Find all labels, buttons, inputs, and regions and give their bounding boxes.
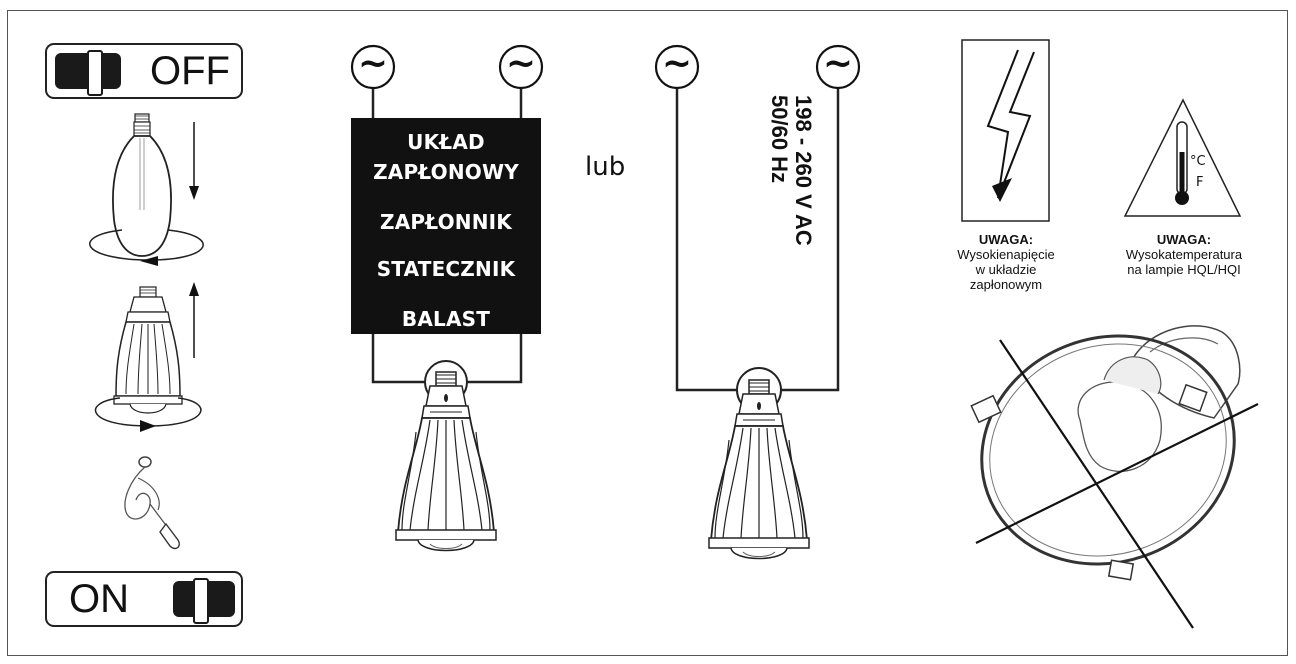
box-label-line: UKŁAD bbox=[407, 130, 485, 154]
warning-line: na lampie HQL/HQI bbox=[1127, 262, 1241, 277]
warning-line: w układzie bbox=[975, 262, 1037, 277]
rotate-arrow bbox=[94, 397, 202, 432]
on-switch: ON bbox=[45, 571, 243, 627]
fahrenheit-mark: F bbox=[1196, 175, 1204, 190]
warning-line: zapłonowym bbox=[969, 277, 1043, 292]
on-label: ON bbox=[69, 577, 129, 621]
safety-cord-icon bbox=[124, 456, 180, 550]
down-arrow bbox=[189, 122, 199, 200]
ac-terminal-icon bbox=[350, 44, 396, 90]
celsius-mark: °C bbox=[1190, 154, 1206, 169]
diagram-frame bbox=[7, 10, 1288, 656]
ignition-unit-box: UKŁAD ZAPŁONOWY ZAPŁONNIK STATECZNIK BAL… bbox=[351, 118, 541, 334]
ac-terminal-icon bbox=[815, 44, 861, 90]
switch-knob bbox=[193, 578, 209, 624]
high-voltage-warning-icon bbox=[961, 39, 1050, 222]
high-voltage-warning-text: UWAGA: Wysokienapięcie w układzie zapłon… bbox=[946, 232, 1066, 292]
box-label-line: STATECZNIK bbox=[376, 257, 516, 281]
warning-title: UWAGA: bbox=[978, 232, 1034, 247]
rotate-arrow bbox=[89, 229, 204, 266]
voltage-label: 198 - 260 V AC 50/60 Hz bbox=[757, 95, 827, 285]
circuit-with-ballast bbox=[371, 88, 523, 384]
off-switch: OFF bbox=[45, 43, 243, 99]
up-arrow bbox=[189, 282, 199, 358]
or-label: lub bbox=[585, 152, 626, 182]
ac-symbol: ~ bbox=[822, 43, 854, 84]
hid-bulb bbox=[112, 113, 172, 257]
frequency: 50/60 Hz bbox=[767, 95, 792, 184]
box-label-line: BALAST bbox=[401, 307, 491, 331]
switch-knob bbox=[87, 50, 103, 96]
box-label-line: ZAPŁONNIK bbox=[380, 210, 512, 234]
ac-terminal-icon bbox=[498, 44, 544, 90]
warning-line: Wysokatemperatura bbox=[1125, 247, 1243, 262]
ac-terminal-icon bbox=[654, 44, 700, 90]
ac-symbol: ~ bbox=[357, 43, 389, 84]
ac-symbol: ~ bbox=[661, 43, 693, 84]
luminaire-crossed-icon bbox=[970, 325, 1259, 629]
warning-line: Wysokienapięcie bbox=[957, 247, 1055, 262]
box-label-line: ZAPŁONOWY bbox=[373, 160, 519, 184]
led-bulb-small bbox=[113, 286, 183, 414]
high-temperature-warning-text: UWAGA: Wysokatemperatura na lampie HQL/H… bbox=[1106, 232, 1262, 277]
led-bulb-right bbox=[708, 367, 810, 560]
led-bulb-left bbox=[395, 360, 497, 552]
voltage-range: 198 - 260 V AC bbox=[791, 95, 816, 246]
ac-symbol: ~ bbox=[505, 43, 537, 84]
warning-title: UWAGA: bbox=[1156, 232, 1212, 247]
circuit-direct-mains bbox=[675, 88, 840, 392]
off-label: OFF bbox=[150, 49, 230, 93]
high-temperature-warning-icon bbox=[1123, 98, 1242, 217]
